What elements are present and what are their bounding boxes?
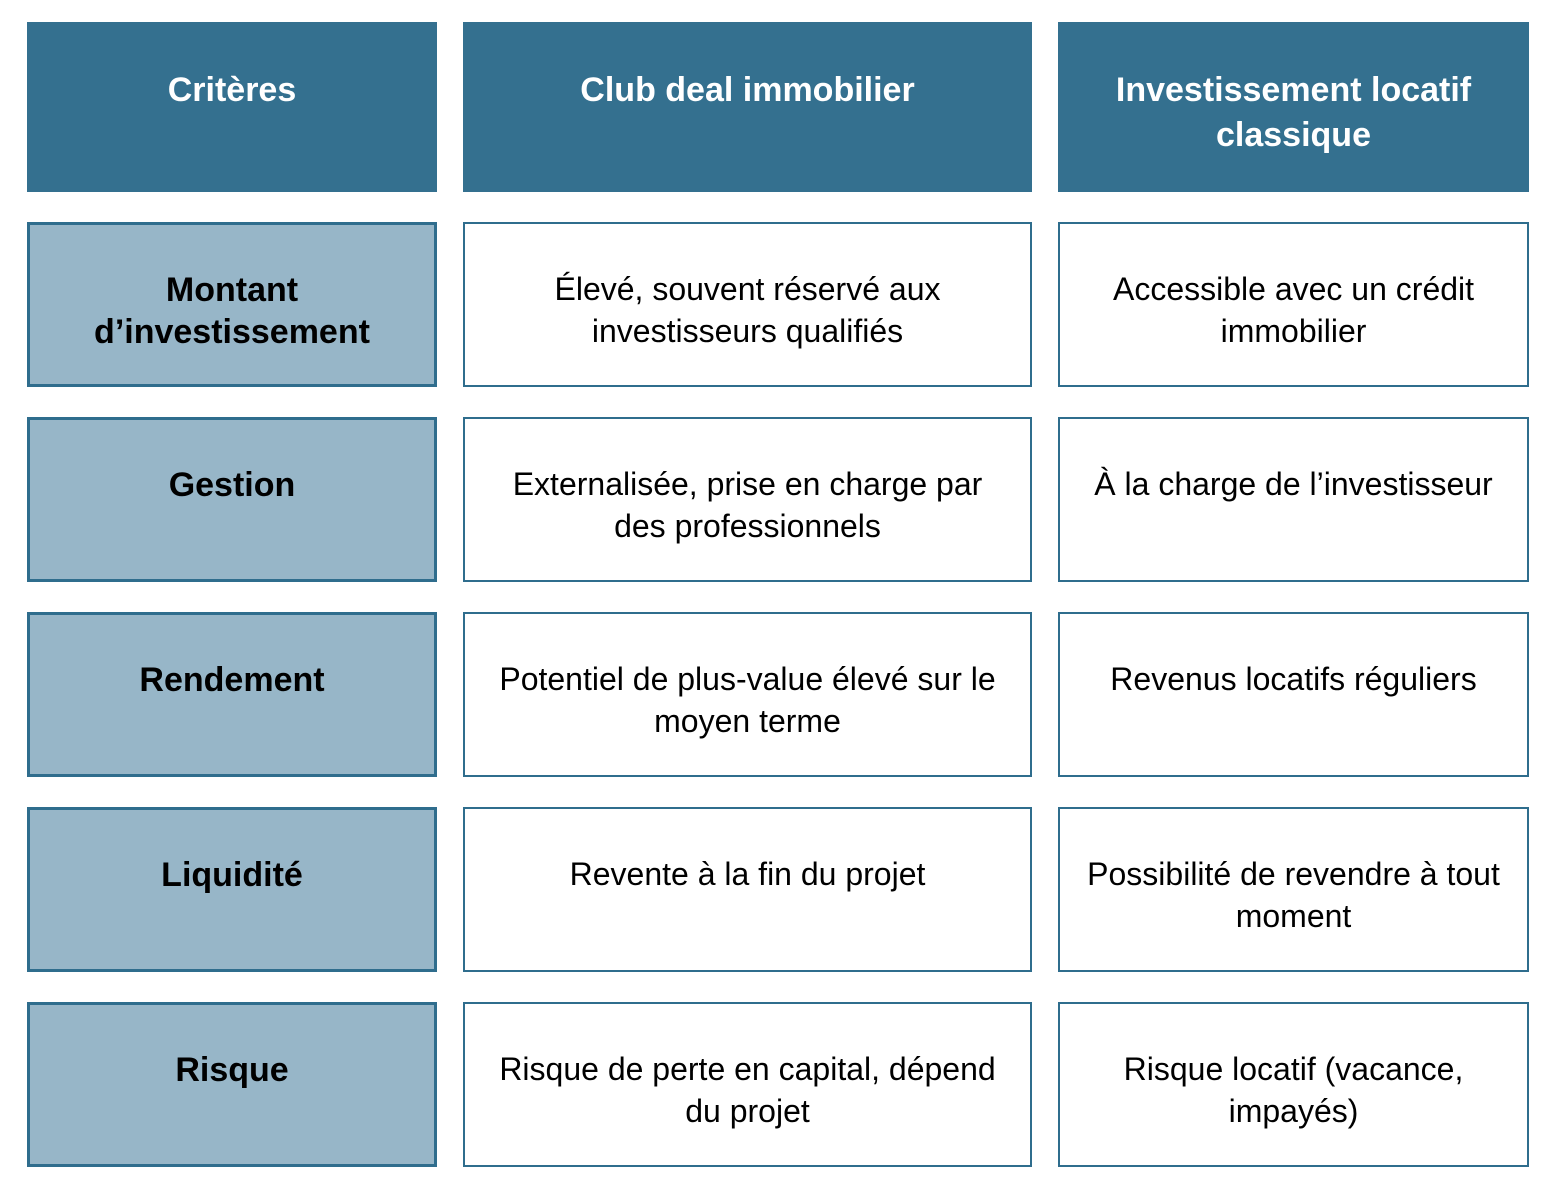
cell-risque-classic: Risque locatif (vacance, impayés)	[1058, 1002, 1529, 1167]
cell-rendement-classic-text: Revenus locatifs réguliers	[1110, 661, 1477, 697]
row-label-montant: Montant d’investissement	[27, 222, 437, 387]
cell-gestion-classic: À la charge de l’investisseur	[1058, 417, 1529, 582]
cell-liquidite-club-deal: Revente à la fin du projet	[463, 807, 1032, 972]
row-label-gestion-text: Gestion	[168, 466, 296, 504]
cell-risque-classic-text: Risque locatif (vacance, impayés)	[1123, 1051, 1464, 1129]
header-cell-criteres: Critères	[27, 22, 437, 192]
row-label-rendement-text: Rendement	[139, 661, 325, 699]
cell-montant-classic: Accessible avec un crédit immobilier	[1058, 222, 1529, 387]
row-label-risque: Risque	[27, 1002, 437, 1167]
cell-liquidite-classic-text: Possibilité de revendre à tout moment	[1087, 856, 1500, 934]
row-label-gestion: Gestion	[27, 417, 437, 582]
cell-montant-club-deal: Élevé, souvent réservé aux investisseurs…	[463, 222, 1032, 387]
row-label-rendement: Rendement	[27, 612, 437, 777]
cell-liquidite-classic: Possibilité de revendre à tout moment	[1058, 807, 1529, 972]
cell-liquidite-club-deal-text: Revente à la fin du projet	[569, 856, 926, 892]
row-label-risque-text: Risque	[175, 1051, 289, 1089]
header-label-club-deal: Club deal immobilier	[580, 71, 915, 109]
cell-montant-classic-text: Accessible avec un crédit immobilier	[1112, 271, 1475, 349]
cell-gestion-classic-text: À la charge de l’investisseur	[1094, 466, 1493, 502]
cell-montant-club-deal-text: Élevé, souvent réservé aux investisseurs…	[554, 271, 941, 349]
cell-gestion-club-deal-text: Externalisée, prise en charge par des pr…	[512, 466, 983, 544]
header-label-investissement-locatif: Investissement locatif classique	[1115, 71, 1472, 154]
header-cell-club-deal: Club deal immobilier	[463, 22, 1032, 192]
row-label-liquidite: Liquidité	[27, 807, 437, 972]
row-label-liquidite-text: Liquidité	[161, 856, 303, 894]
cell-rendement-classic: Revenus locatifs réguliers	[1058, 612, 1529, 777]
cell-rendement-club-deal: Potentiel de plus-value élevé sur le moy…	[463, 612, 1032, 777]
cell-risque-club-deal: Risque de perte en capital, dépend du pr…	[463, 1002, 1032, 1167]
header-label-criteres: Critères	[167, 71, 297, 109]
row-label-montant-text: Montant d’investissement	[94, 271, 370, 351]
header-cell-investissement-locatif: Investissement locatif classique	[1058, 22, 1529, 192]
cell-gestion-club-deal: Externalisée, prise en charge par des pr…	[463, 417, 1032, 582]
cell-risque-club-deal-text: Risque de perte en capital, dépend du pr…	[499, 1051, 996, 1129]
cell-rendement-club-deal-text: Potentiel de plus-value élevé sur le moy…	[499, 661, 996, 739]
